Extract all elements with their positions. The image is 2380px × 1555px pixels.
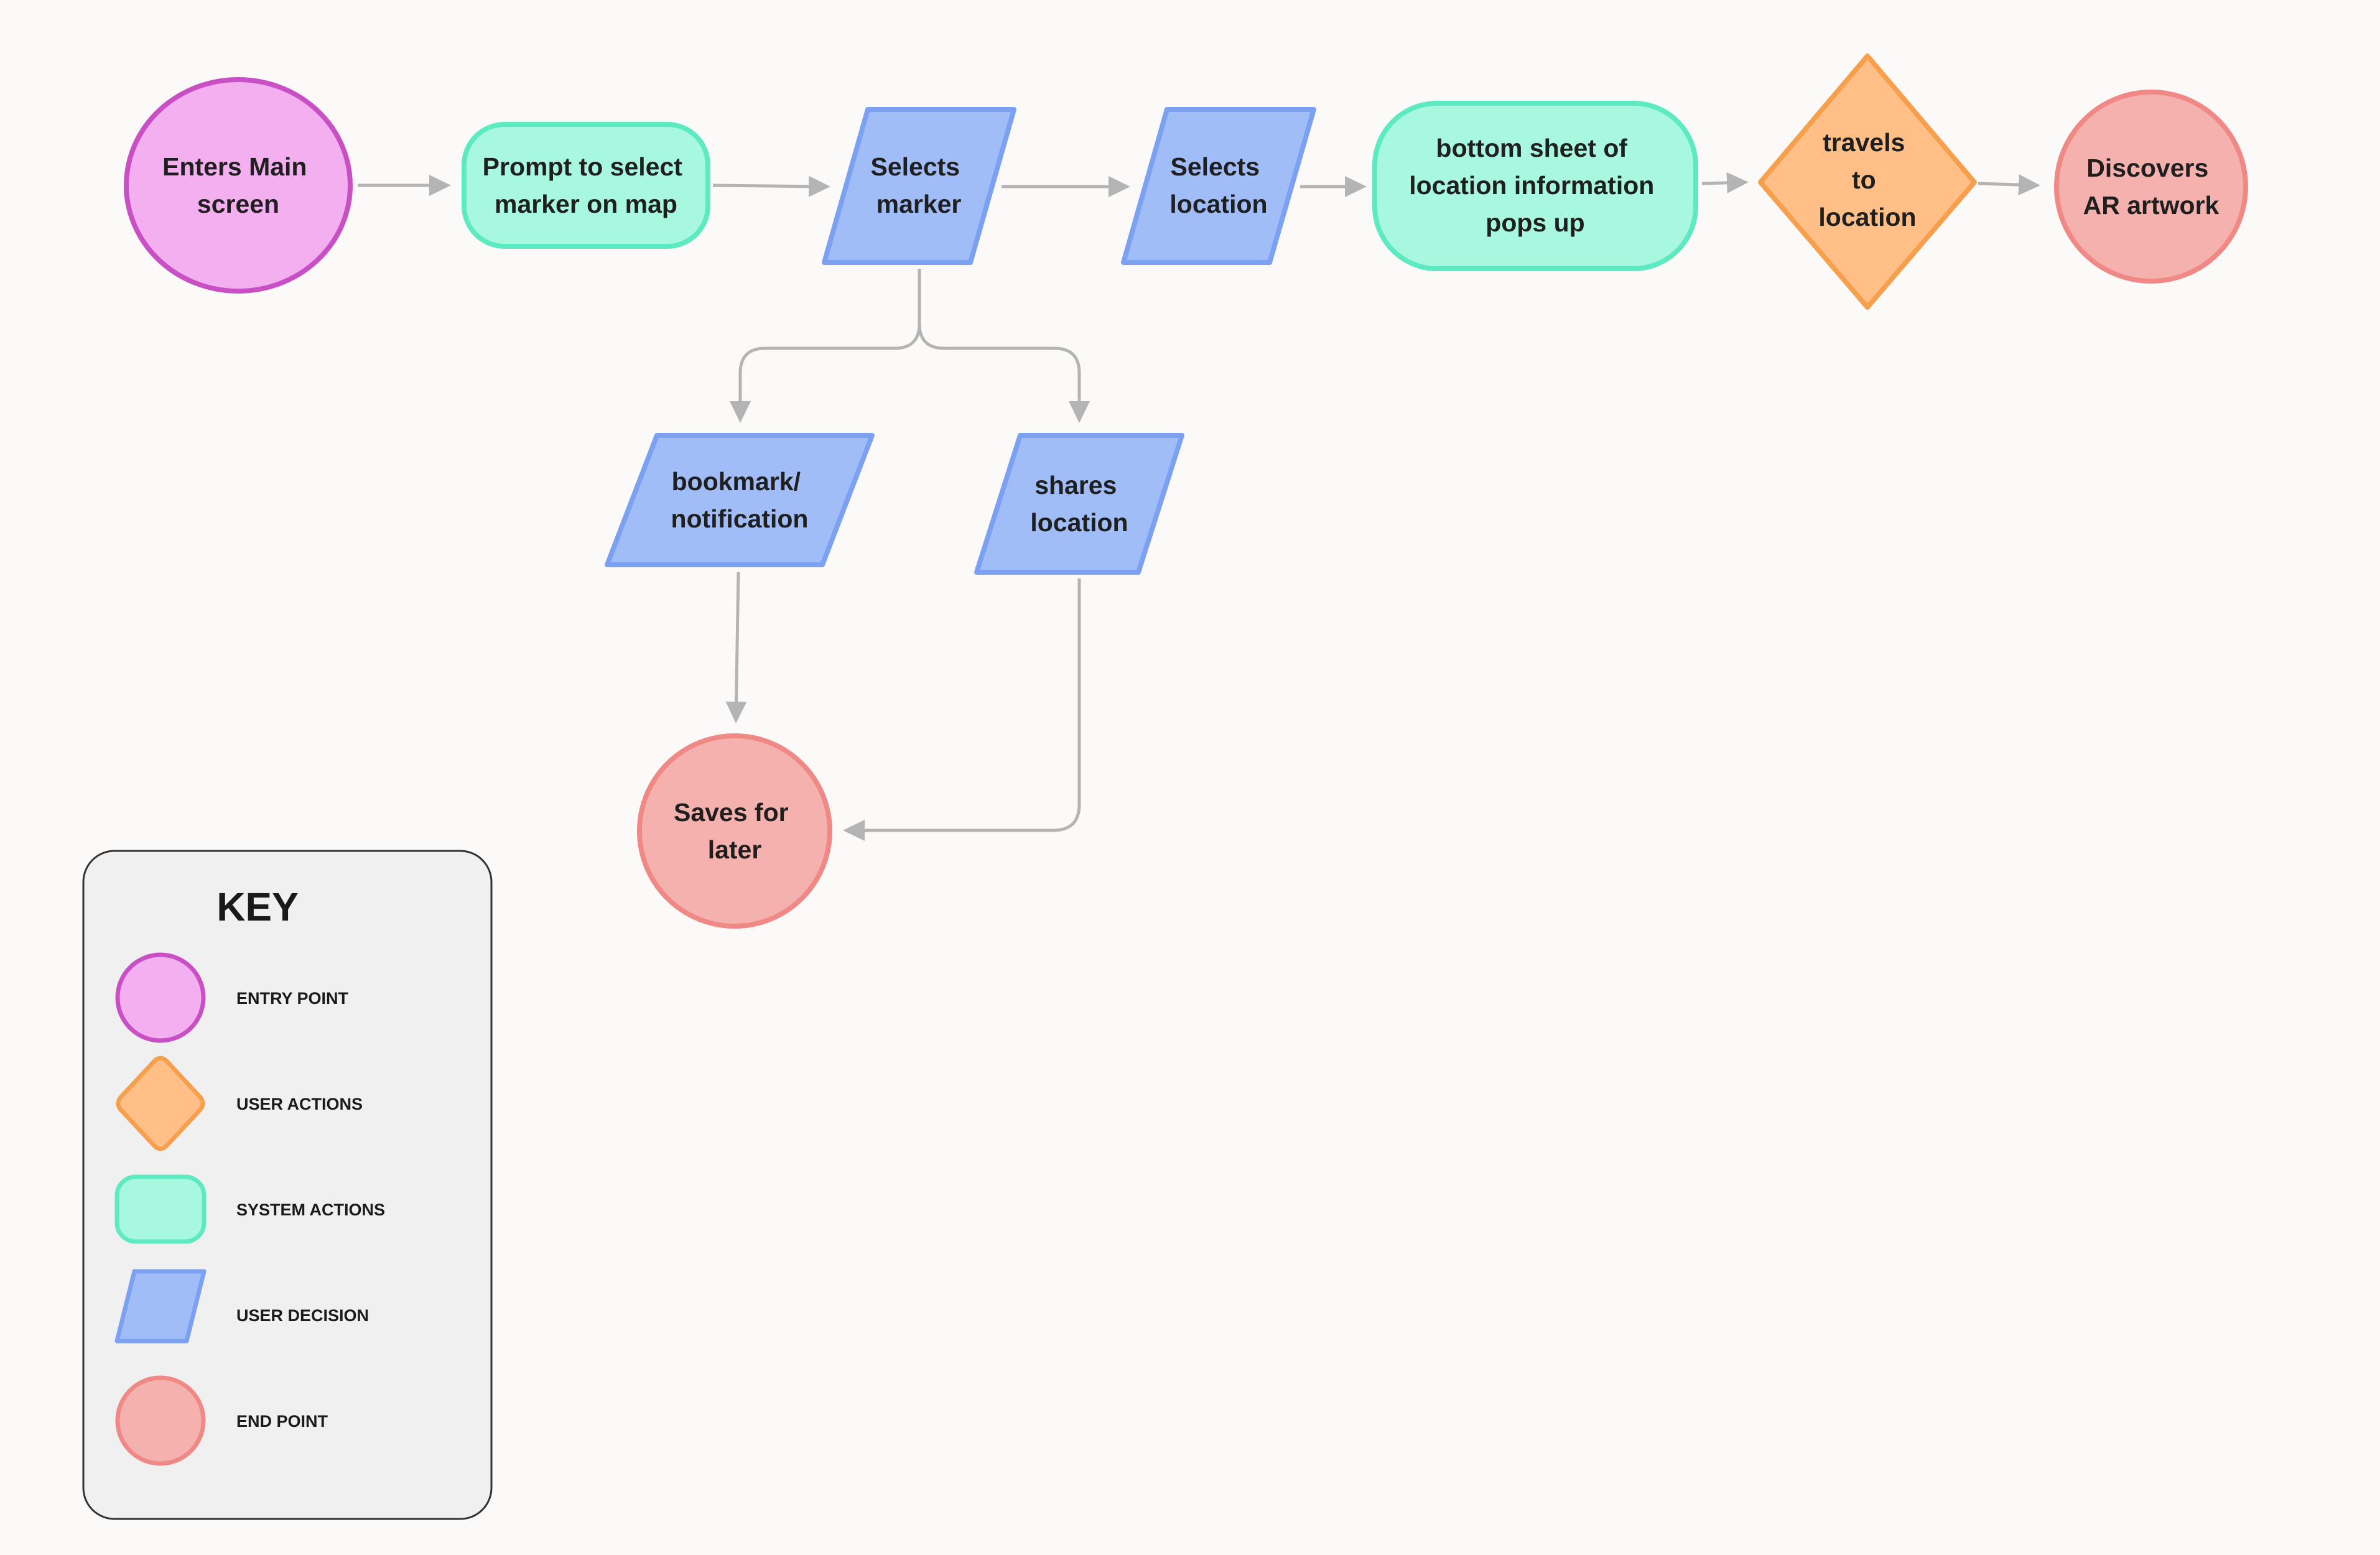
node-label-line: bottom sheet of: [1436, 134, 1628, 162]
node-label-line: Selects: [1170, 152, 1260, 181]
node-label-line: screen: [197, 190, 279, 218]
system-action-shape: [1372, 101, 1698, 271]
legend-item-user-actions: USER ACTIONS: [116, 1056, 363, 1151]
node-label-line: later: [708, 835, 762, 864]
node-discovers[interactable]: Discovers AR artwork: [2054, 90, 2248, 284]
node-saves[interactable]: Saves for later: [637, 733, 832, 929]
node-label-line: location: [1818, 203, 1916, 231]
user-decision-shape: [822, 107, 1016, 265]
user-decision-shape: [605, 433, 875, 567]
user-action-shape: [1758, 53, 1977, 310]
node-enters-main[interactable]: Enters Main screen: [124, 77, 353, 294]
svg-text:travels to locatio: travels to location: [1818, 128, 1916, 231]
end-point-shape: [2054, 90, 2248, 284]
node-label-line: location: [1169, 190, 1267, 218]
entry-point-shape: [115, 952, 206, 1043]
node-selects-location[interactable]: Selects location: [1121, 107, 1316, 265]
node-label-line: travels: [1823, 128, 1905, 157]
edge-bookmark-to-saves: [725, 572, 747, 723]
edge-shares-to-saves: [843, 578, 1081, 841]
edge-prompt-to-selects-marker: [712, 175, 830, 197]
svg-text:Enters Main screen: Enters Main screen: [162, 152, 314, 218]
svg-text:shares location: shares location: [1030, 471, 1128, 537]
node-label-line: Saves for: [674, 798, 789, 827]
user-decision-shape: [974, 433, 1184, 575]
node-selects-marker[interactable]: Selects marker: [822, 107, 1016, 265]
edges: [358, 172, 2040, 841]
legend-label: SYSTEM ACTIONS: [236, 1200, 385, 1219]
legend-label: USER ACTIONS: [236, 1095, 363, 1113]
node-label-line: notification: [671, 504, 809, 533]
node-label-line: pops up: [1485, 208, 1584, 237]
node-label-line: location: [1030, 508, 1128, 537]
legend-item-user-decision: USER DECISION: [114, 1269, 369, 1344]
svg-text:Prompt to select marker: Prompt to select marker on map: [483, 152, 690, 218]
legend-label: END POINT: [236, 1412, 328, 1431]
svg-text:bottom sheet of location: bottom sheet of location information pop…: [1409, 134, 1661, 237]
edge-bottom-sheet-to-travels: [1701, 172, 1749, 193]
entry-point-shape: [124, 77, 353, 294]
node-label-line: Prompt to select: [483, 152, 683, 181]
end-point-shape: [637, 733, 832, 929]
edge-selects-marker-to-bookmark: [730, 269, 921, 423]
svg-text:Discovers AR artwork: Discovers AR artwork: [2083, 154, 2220, 220]
legend-label: ENTRY POINT: [236, 989, 349, 1008]
user-decision-shape: [114, 1269, 207, 1344]
node-bookmark[interactable]: bookmark/ notification: [605, 433, 875, 567]
node-label-line: AR artwork: [2083, 191, 2220, 220]
node-shares[interactable]: shares location: [974, 433, 1184, 575]
node-travels[interactable]: travels to location: [1758, 53, 1977, 310]
node-label-line: shares: [1034, 471, 1117, 499]
node-label-line: Enters Main: [162, 152, 307, 181]
node-label-line: location information: [1409, 171, 1654, 200]
legend-key: KEY ENTRY POINT USER ACTIONS SYSTEM ACTI…: [82, 850, 493, 1520]
system-action-shape: [462, 122, 710, 249]
user-action-shape: [116, 1056, 205, 1151]
node-label-line: marker on map: [495, 190, 677, 218]
legend-item-entry-point: ENTRY POINT: [115, 952, 349, 1043]
edge-selects-marker-to-shares: [918, 269, 1090, 423]
node-bottom-sheet[interactable]: bottom sheet of location information pop…: [1372, 101, 1698, 271]
svg-text:Selects location: Selects location: [1169, 152, 1267, 218]
edge-travels-to-discovers: [1978, 174, 2040, 196]
node-label-line: marker: [876, 190, 962, 218]
legend-label: USER DECISION: [236, 1306, 369, 1325]
node-prompt-marker[interactable]: Prompt to select marker on map: [462, 122, 710, 249]
svg-text:Selects marker: Selects marker: [870, 152, 967, 218]
legend-item-system-actions: SYSTEM ACTIONS: [114, 1174, 385, 1244]
node-label-line: to: [1852, 165, 1876, 194]
node-label-line: bookmark/: [672, 467, 801, 496]
system-action-shape: [114, 1174, 207, 1244]
legend-item-end-point: END POINT: [115, 1375, 328, 1466]
node-label-line: Discovers: [2086, 154, 2208, 182]
svg-text:Saves for later: Saves for later: [674, 798, 796, 864]
legend-title: KEY: [216, 884, 299, 929]
node-label-line: Selects: [870, 152, 960, 181]
user-decision-shape: [1121, 107, 1316, 265]
svg-text:bookmark/ notification: bookmark/ notification: [671, 467, 809, 533]
end-point-shape: [115, 1375, 206, 1466]
